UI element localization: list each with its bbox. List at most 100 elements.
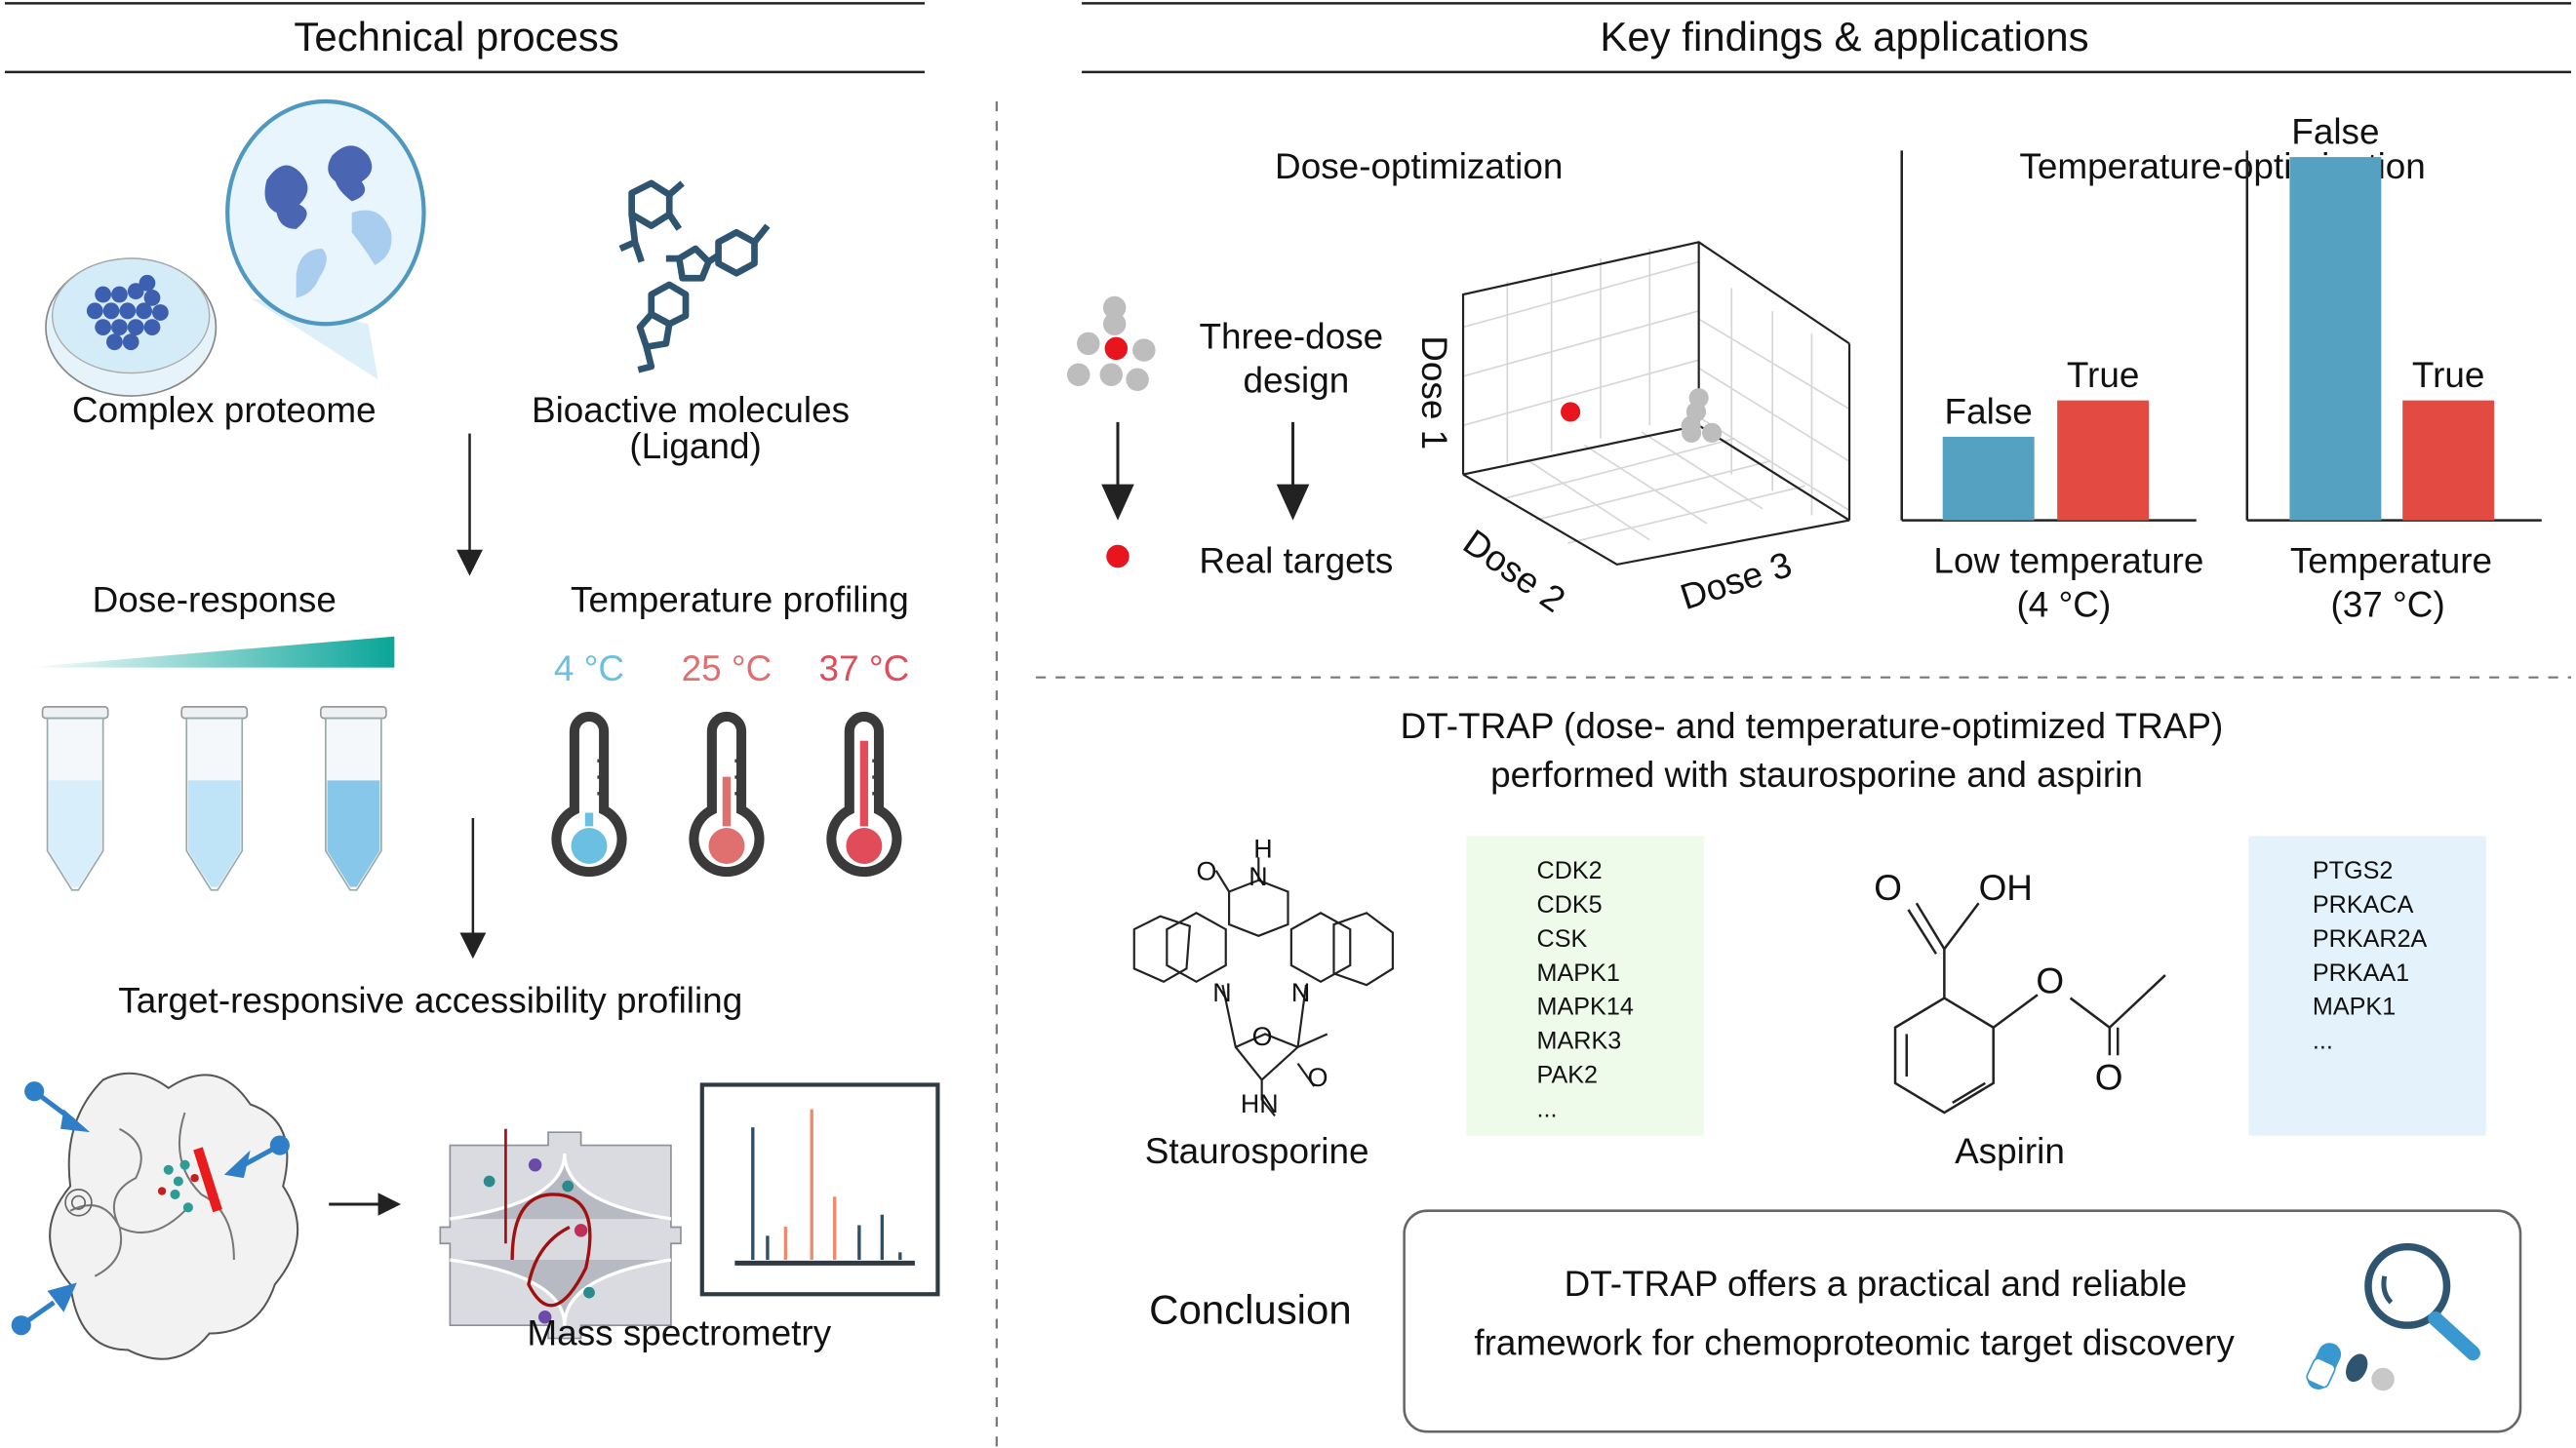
profiling-label: Target-responsive accessibility profilin… (118, 981, 742, 1021)
background-point (1702, 422, 1723, 443)
conclusion-label: Conclusion (1149, 1286, 1351, 1332)
tubes-group (41, 706, 387, 891)
aspirin-atom-o: O (1874, 868, 1902, 908)
probe-arrow-icon (11, 1081, 290, 1336)
real-target-point (1561, 402, 1581, 422)
target-item: MAPK1 (1537, 959, 1620, 987)
low-temp-xlabel-line2: (4 °C) (2016, 585, 2111, 625)
target-item: MAPK14 (1537, 994, 1634, 1021)
target-item: ... (2313, 1028, 2333, 1055)
real-targets-label: Real targets (1199, 540, 1393, 580)
background-point (1682, 422, 1702, 443)
target-item: CSK (1537, 925, 1588, 953)
temperature-label: 4 °C (554, 648, 624, 688)
aspirin-label: Aspirin (1955, 1131, 2065, 1171)
bar-label: True (2412, 355, 2485, 395)
staurosporine-label: Staurosporine (1145, 1131, 1369, 1171)
petri-dish-icon (45, 98, 426, 397)
high-temp-xlabel-line2: (37 °C) (2330, 585, 2444, 625)
target-dot (1104, 336, 1129, 361)
aspirin-atom-o: O (2095, 1058, 2123, 1098)
atom-h: H (1253, 834, 1272, 863)
dose-gradient-wedge (24, 636, 395, 668)
mass-spectrometry-label: Mass spectrometry (527, 1312, 831, 1352)
left-panel: Technical process Complex proteome (4, 2, 940, 1360)
temperature-label: 37 °C (819, 648, 910, 688)
atom-n: N (1212, 978, 1231, 1007)
atom-n: N (1291, 978, 1310, 1007)
arrow-down-icon (1101, 421, 1310, 521)
protein-structure-icon (49, 1072, 299, 1360)
three-dose-label-line1: Three-dose (1199, 316, 1383, 356)
mass-analyzer-icon (439, 1128, 682, 1340)
axis-label-dose1: Dose 1 (1414, 335, 1454, 450)
high-temp-xlabel-line1: Temperature (2290, 540, 2492, 580)
staurosporine-targets-box (1466, 836, 1704, 1136)
magnifier-pill-icon (2306, 1242, 2480, 1391)
aspirin-atom-oh: OH (1979, 868, 2033, 908)
axis-label-dose3: Dose 3 (1676, 544, 1797, 617)
thermometers-group: 4 °C 25 °C 37 °C (551, 648, 910, 878)
dose-response-label: Dose-response (93, 580, 337, 620)
binding-site-marker (193, 1147, 222, 1213)
complex-proteome-label: Complex proteome (72, 390, 376, 430)
target-item: PAK2 (1537, 1061, 1598, 1088)
background-dot (1132, 338, 1156, 362)
aspirin-targets-box (2248, 836, 2486, 1136)
target-item: PRKACA (2313, 891, 2414, 919)
thermometer-icon (551, 711, 627, 878)
atom-o: O (1252, 1022, 1273, 1051)
thermometer-icon (689, 711, 765, 878)
bar-label: True (2067, 355, 2140, 395)
temperature-label: 25 °C (682, 648, 773, 688)
bar-label: False (2291, 112, 2379, 152)
dt-trap-title-line2: performed with staurosporine and aspirin (1490, 755, 2143, 795)
atom-hn: HN (1241, 1089, 1279, 1118)
right-panel-title: Key findings & applications (1600, 14, 2088, 59)
dt-trap-title-line1: DT-TRAP (dose- and temperature-optimized… (1401, 706, 2224, 746)
ligand-label-line1: Bioactive molecules (532, 390, 850, 430)
target-item: ... (1537, 1095, 1558, 1122)
bar-false (1942, 436, 2035, 521)
background-dot (1102, 312, 1127, 335)
staurosporine-targets-list: CDK2CDK5CSKMAPK1MAPK14MARK3PAK2... (1537, 857, 1634, 1122)
background-dot (1077, 332, 1100, 356)
right-panel: Key findings & applications Dose-optimiz… (1036, 2, 2572, 1433)
staurosporine-atoms: H N O N N O O HN (1197, 834, 1328, 1118)
atom-o: O (1197, 857, 1217, 886)
thermometer-icon (826, 711, 902, 878)
ligand-molecules-icon (618, 179, 771, 373)
conclusion-text-line1: DT-TRAP offers a practical and reliable (1565, 1264, 2188, 1304)
target-item: PRKAA1 (2313, 959, 2409, 987)
aspirin-structure-icon (1893, 902, 2166, 1115)
atom-n: N (1248, 862, 1267, 891)
microtube-icon (41, 706, 109, 891)
target-item: MAPK1 (2313, 994, 2396, 1021)
bar-true (2057, 400, 2150, 521)
background-dot (1102, 295, 1127, 320)
low-temp-xlabel-line1: Low temperature (1933, 540, 2203, 580)
bar-false (2289, 157, 2382, 521)
three-dose-cluster-icon (1066, 295, 1156, 392)
target-item: PTGS2 (2313, 857, 2393, 884)
aspirin-atom-o: O (2036, 961, 2064, 1001)
axis-label-dose2: Dose 2 (1456, 522, 1572, 620)
mass-spectrum-chart (699, 1082, 940, 1297)
background-dot (1066, 363, 1090, 386)
bar-true (2402, 400, 2495, 521)
target-item: CDK5 (1537, 891, 1603, 919)
microtube-icon (319, 706, 387, 891)
three-dose-label-line2: design (1244, 361, 1350, 401)
atom-o: O (1308, 1063, 1328, 1092)
background-dot (1126, 368, 1149, 392)
background-dot (1099, 363, 1124, 386)
arrow-right-icon (329, 1193, 402, 1216)
aspirin-targets-list: PTGS2PRKACAPRKAR2APRKAA1MAPK1... (2313, 857, 2428, 1055)
target-item: CDK2 (1537, 857, 1603, 884)
conclusion-box (1403, 1209, 2522, 1433)
dose-optimization-title: Dose-optimization (1275, 146, 1563, 186)
